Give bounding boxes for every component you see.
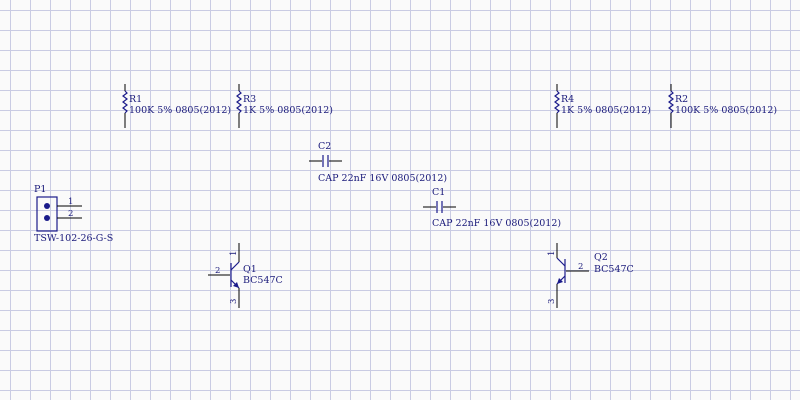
q1-value: BC547C xyxy=(243,275,283,286)
c2-value: CAP 22nF 16V 0805(2012) xyxy=(318,173,447,184)
connector-p1[interactable]: 1 2 P1 TSW-102-26-G-S xyxy=(34,184,113,244)
pin-2-dot xyxy=(44,215,50,221)
p1-pin-2-label: 2 xyxy=(68,209,73,219)
q2-designator: Q2 xyxy=(594,252,608,263)
q1-emitter-arrow xyxy=(233,282,239,288)
transistor-q1[interactable]: 1 2 3 Q1 BC547C xyxy=(208,243,283,308)
q1-pin-1-label: 1 xyxy=(229,251,239,256)
q2-pin-3-label: 3 xyxy=(547,299,557,304)
pin-1-dot xyxy=(44,203,50,209)
p1-pin-1-label: 1 xyxy=(68,197,73,207)
c2-designator: C2 xyxy=(318,141,331,152)
p1-designator: P1 xyxy=(34,184,46,195)
r1-designator: R1 xyxy=(129,94,142,105)
r3-value: 1K 5% 0805(2012) xyxy=(243,105,333,116)
resistor-r1[interactable]: R1 100K 5% 0805(2012) xyxy=(122,84,231,128)
r2-value: 100K 5% 0805(2012) xyxy=(675,105,777,116)
r1-value: 100K 5% 0805(2012) xyxy=(129,105,231,116)
q1-pin-2-label: 2 xyxy=(215,266,220,276)
r2-designator: R2 xyxy=(675,94,688,105)
r3-designator: R3 xyxy=(243,94,256,105)
p1-value: TSW-102-26-G-S xyxy=(34,233,113,244)
q2-value: BC547C xyxy=(594,264,634,275)
q1-designator: Q1 xyxy=(243,264,257,275)
q2-pin-2-label: 2 xyxy=(578,262,583,272)
q2-pin-1-label: 1 xyxy=(547,251,557,256)
r4-value: 1K 5% 0805(2012) xyxy=(561,105,651,116)
resistor-r2[interactable]: R2 100K 5% 0805(2012) xyxy=(668,84,777,128)
c1-value: CAP 22nF 16V 0805(2012) xyxy=(432,218,561,229)
resistor-r4[interactable]: R4 1K 5% 0805(2012) xyxy=(554,84,651,128)
q2-emitter-arrow xyxy=(557,278,563,284)
resistor-r3[interactable]: R3 1K 5% 0805(2012) xyxy=(236,84,333,128)
c1-designator: C1 xyxy=(432,187,445,198)
capacitor-c2[interactable]: C2 CAP 22nF 16V 0805(2012) xyxy=(309,141,447,184)
r4-designator: R4 xyxy=(561,94,574,105)
q1-pin-3-label: 3 xyxy=(229,299,239,304)
transistor-q2[interactable]: 1 2 3 Q2 BC547C xyxy=(547,243,634,308)
capacitor-c1[interactable]: C1 CAP 22nF 16V 0805(2012) xyxy=(423,187,561,229)
